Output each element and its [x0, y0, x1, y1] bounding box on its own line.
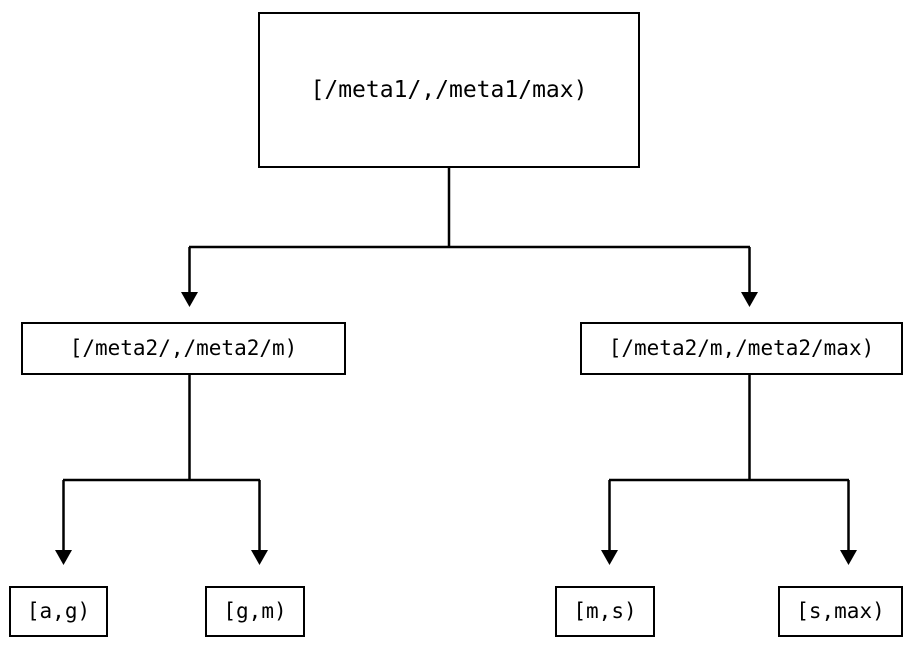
tree-node-leaf-ag-label: [a,g) — [26, 599, 91, 623]
tree-node-leaf-gm[interactable]: [g,m) — [205, 586, 305, 637]
arrowhead-to-leaf-ag — [55, 550, 72, 565]
tree-node-root[interactable]: [/meta1/,/meta1/max) — [258, 12, 640, 168]
tree-node-mid-left[interactable]: [/meta2/,/meta2/m) — [21, 322, 346, 375]
tree-node-leaf-smax-label: [s,max) — [796, 599, 885, 623]
tree-node-leaf-gm-label: [g,m) — [223, 599, 287, 623]
arrowhead-root-to-mid-left — [181, 292, 198, 307]
tree-node-leaf-ms-label: [m,s) — [573, 599, 637, 623]
arrowhead-to-leaf-ms — [601, 550, 618, 565]
tree-node-leaf-smax[interactable]: [s,max) — [778, 586, 903, 637]
arrowhead-to-leaf-gm — [251, 550, 268, 565]
edge-root-to-mid-level — [181, 168, 758, 307]
tree-node-leaf-ag[interactable]: [a,g) — [9, 586, 108, 637]
tree-node-leaf-ms[interactable]: [m,s) — [555, 586, 655, 637]
tree-node-mid-right-label: [/meta2/m,/meta2/max) — [608, 336, 875, 360]
arrowhead-to-leaf-smax — [840, 550, 857, 565]
tree-node-root-label: [/meta1/,/meta1/max) — [310, 76, 588, 103]
edge-mid-left-to-leaves — [55, 375, 268, 565]
tree-node-mid-right[interactable]: [/meta2/m,/meta2/max) — [580, 322, 903, 375]
arrowhead-root-to-mid-right — [741, 292, 758, 307]
edge-mid-right-to-leaves — [601, 375, 857, 565]
tree-node-mid-left-label: [/meta2/,/meta2/m) — [69, 336, 298, 360]
